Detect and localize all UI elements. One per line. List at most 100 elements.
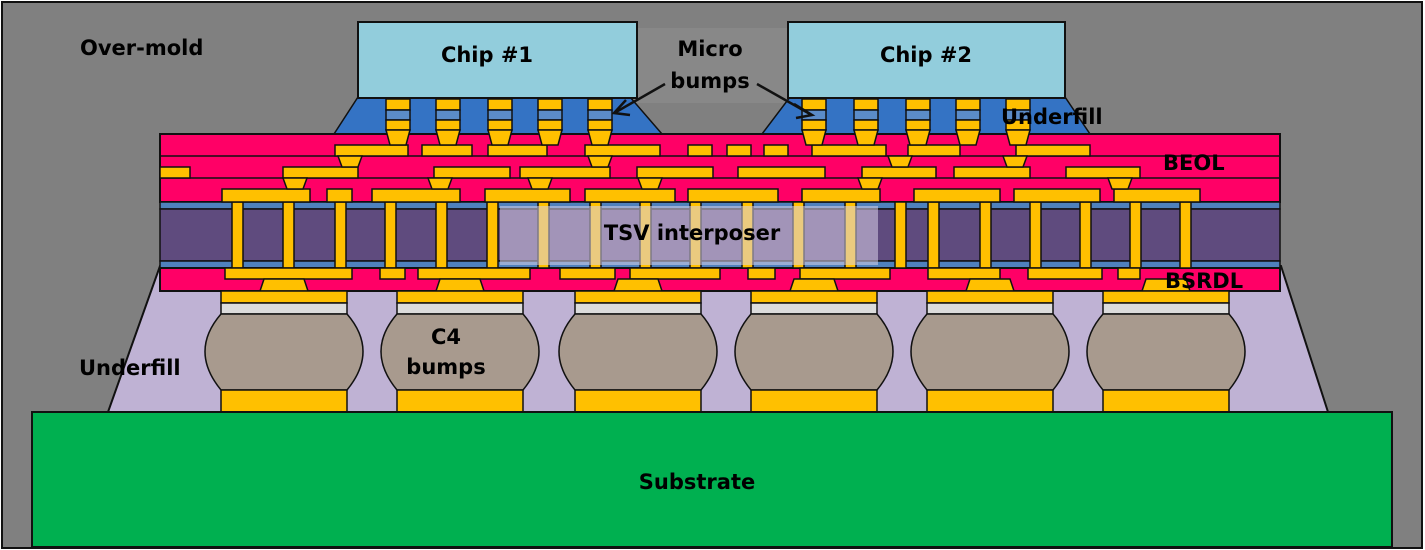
c4-substrate-pad: [1102, 389, 1230, 413]
microbump-pad: [905, 119, 931, 131]
microbump-pillar: [587, 98, 613, 111]
tsv: [979, 201, 992, 269]
c4-substrate-pad: [574, 389, 702, 413]
beol-metal-line: [487, 144, 548, 157]
c4-ubm-layer: [396, 302, 524, 315]
beol-metal-line: [326, 188, 353, 203]
tsv: [1029, 201, 1042, 269]
c4-substrate-pad: [750, 389, 878, 413]
overmold-gap-band: [630, 28, 790, 103]
microbump-solder-cap: [385, 109, 411, 121]
interposer-label-overlay: [500, 206, 878, 265]
beol-metal-line: [584, 144, 661, 157]
microbump-arrow-right: [756, 82, 816, 120]
tsv: [1179, 201, 1192, 269]
microbumps-label-line1: Micro: [677, 37, 742, 61]
bsrdl-metal-line: [224, 267, 353, 280]
bsrdl-metal-line: [1027, 267, 1103, 280]
c4-solder-ball: [734, 313, 894, 391]
microbump-via: [905, 129, 931, 146]
microbump-pillar: [537, 98, 563, 111]
c4-substrate-pad: [220, 389, 348, 413]
microbump-pillar: [905, 98, 931, 111]
c4-label-line1: C4: [431, 325, 461, 349]
c4-label-line2: bumps: [406, 355, 485, 379]
tsv: [927, 201, 940, 269]
microbump-pillar: [853, 98, 879, 111]
c4-substrate-pad: [926, 389, 1054, 413]
microbump-pad: [537, 119, 563, 131]
chip-2: [787, 21, 1066, 99]
bsrdl-metal-line: [799, 267, 891, 280]
bsrdl-label: BSRDL: [1165, 269, 1243, 293]
microbump-pad: [801, 119, 827, 131]
c4-ubm-layer: [1102, 302, 1230, 315]
underfill-top-label: Underfill: [1001, 105, 1103, 129]
bsrdl-metal-line: [629, 267, 721, 280]
microbump-pad: [487, 119, 513, 131]
beol-metal-line: [801, 188, 881, 203]
beol-metal-line: [519, 166, 611, 179]
microbump-via: [853, 129, 879, 146]
c4-ubm-pad: [750, 290, 878, 304]
c4-solder-ball: [558, 313, 718, 391]
bsrdl-metal-line: [559, 267, 616, 280]
microbump-via: [385, 129, 411, 146]
substrate-label: Substrate: [639, 470, 755, 494]
microbump-pad: [435, 119, 461, 131]
microbump-solder-cap: [905, 109, 931, 121]
beol-metal-line: [371, 188, 461, 203]
beol-metal-line: [159, 166, 191, 179]
beol-metal-line: [687, 188, 779, 203]
microbump-pad: [955, 119, 981, 131]
c4-ubm-pad: [220, 290, 348, 304]
beol-metal-group: [159, 144, 1201, 203]
c4-solder-ball: [204, 313, 364, 391]
microbump-solder-cap: [487, 109, 513, 121]
microbump-via: [487, 129, 513, 146]
bsrdl-via: [788, 278, 840, 292]
overmold-label: Over-mold: [80, 36, 203, 60]
beol-via: [586, 155, 614, 168]
c4-ubm-layer: [750, 302, 878, 315]
tsv: [231, 201, 244, 269]
bsrdl-metal-line: [927, 267, 1001, 280]
c4-substrate-pad: [396, 389, 524, 413]
beol-via: [526, 177, 554, 190]
microbump-pillar: [385, 98, 411, 111]
microbump-pad: [385, 119, 411, 131]
beol-metal-line: [433, 166, 511, 179]
bsrdl-metal-line: [379, 267, 406, 280]
c4-solder-ball: [910, 313, 1070, 391]
microbump-pillar: [487, 98, 513, 111]
microbump-via: [801, 129, 827, 146]
microbump-via: [435, 129, 461, 146]
c4-ubm-layer: [926, 302, 1054, 315]
microbump-pad: [853, 119, 879, 131]
beol-metal-line: [913, 188, 1001, 203]
tsv: [282, 201, 295, 269]
beol-metal-line: [584, 188, 676, 203]
chip2-label: Chip #2: [880, 43, 972, 67]
beol-metal-line: [1113, 188, 1201, 203]
beol-metal-line: [1065, 166, 1141, 179]
bsrdl-metal-line: [417, 267, 531, 280]
c4-ubm-pad: [574, 290, 702, 304]
tsv: [486, 201, 499, 269]
beol-label: BEOL: [1163, 151, 1225, 175]
microbump-solder-cap: [537, 109, 563, 121]
beol-metal-line: [421, 144, 473, 157]
bsrdl-metal-line: [1117, 267, 1141, 280]
beol-metal-line: [687, 144, 713, 157]
beol-metal-line: [953, 166, 1031, 179]
underfill-bottom-label: Underfill: [79, 356, 181, 380]
beol-via: [856, 177, 884, 190]
beol-metal-line: [737, 166, 826, 179]
beol-metal-line: [484, 188, 571, 203]
c4-bump-group: [204, 290, 1246, 413]
tsv: [1129, 201, 1142, 269]
beol-via: [1106, 177, 1134, 190]
chip-1: [357, 21, 638, 99]
microbump-solder-cap: [853, 109, 879, 121]
